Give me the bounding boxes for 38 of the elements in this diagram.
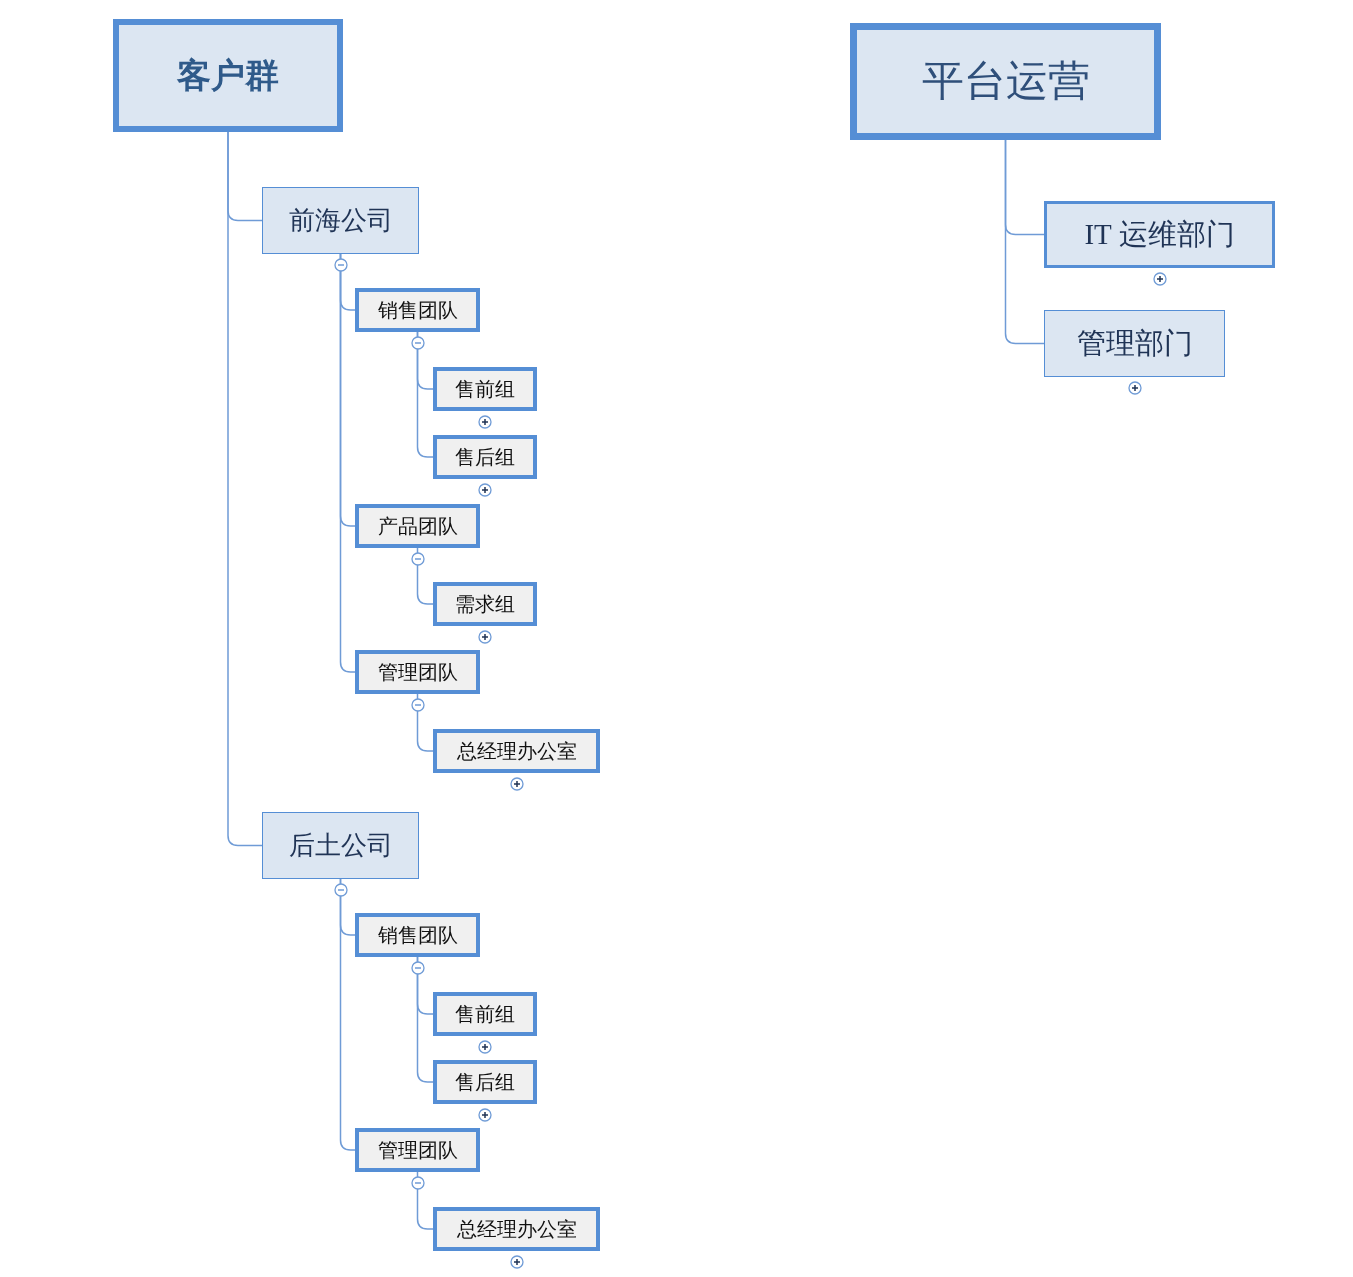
topic-label: 管理部门	[1076, 326, 1193, 361]
topic-label: 销售团队	[377, 298, 458, 322]
connector-line	[227, 131, 263, 847]
topic-box	[433, 729, 600, 773]
topic-label: 客户群	[177, 55, 279, 96]
topic-box	[355, 913, 480, 957]
topic-box	[433, 992, 537, 1036]
topic-box	[433, 435, 537, 479]
topic-box	[433, 1207, 600, 1251]
root-topic-box	[850, 23, 1161, 140]
topic-label: 售后组	[455, 445, 515, 469]
topic-label: 售前组	[455, 1002, 515, 1026]
topic-box	[355, 1128, 480, 1172]
topic-box	[433, 582, 537, 626]
topic-label: 售前组	[455, 377, 515, 401]
topic-label: 销售团队	[377, 923, 458, 947]
topic-box	[355, 650, 480, 694]
topic-box	[262, 187, 419, 254]
topic-label: 售后组	[455, 1070, 515, 1094]
topic-label: IT 运维部门	[1084, 217, 1235, 252]
topic-box	[433, 1060, 537, 1104]
topic-label: 管理团队	[377, 660, 458, 684]
topic-label: 平台运营	[921, 57, 1090, 107]
topic-label: 总经理办公室	[456, 1217, 577, 1241]
topic-box	[355, 504, 480, 548]
topic-box	[1044, 310, 1225, 377]
topic-label: 总经理办公室	[456, 739, 577, 763]
topic-label: 产品团队	[377, 514, 458, 538]
connector-line	[1004, 139, 1045, 345]
topic-label: 需求组	[455, 592, 515, 616]
topic-box	[1044, 201, 1275, 268]
topic-label: 前海公司	[288, 204, 393, 237]
topic-box	[433, 367, 537, 411]
topic-box	[262, 812, 419, 879]
topic-box	[355, 288, 480, 332]
root-topic-box	[113, 19, 343, 132]
topic-label: 后土公司	[288, 829, 393, 862]
topic-label: 管理团队	[377, 1138, 458, 1162]
